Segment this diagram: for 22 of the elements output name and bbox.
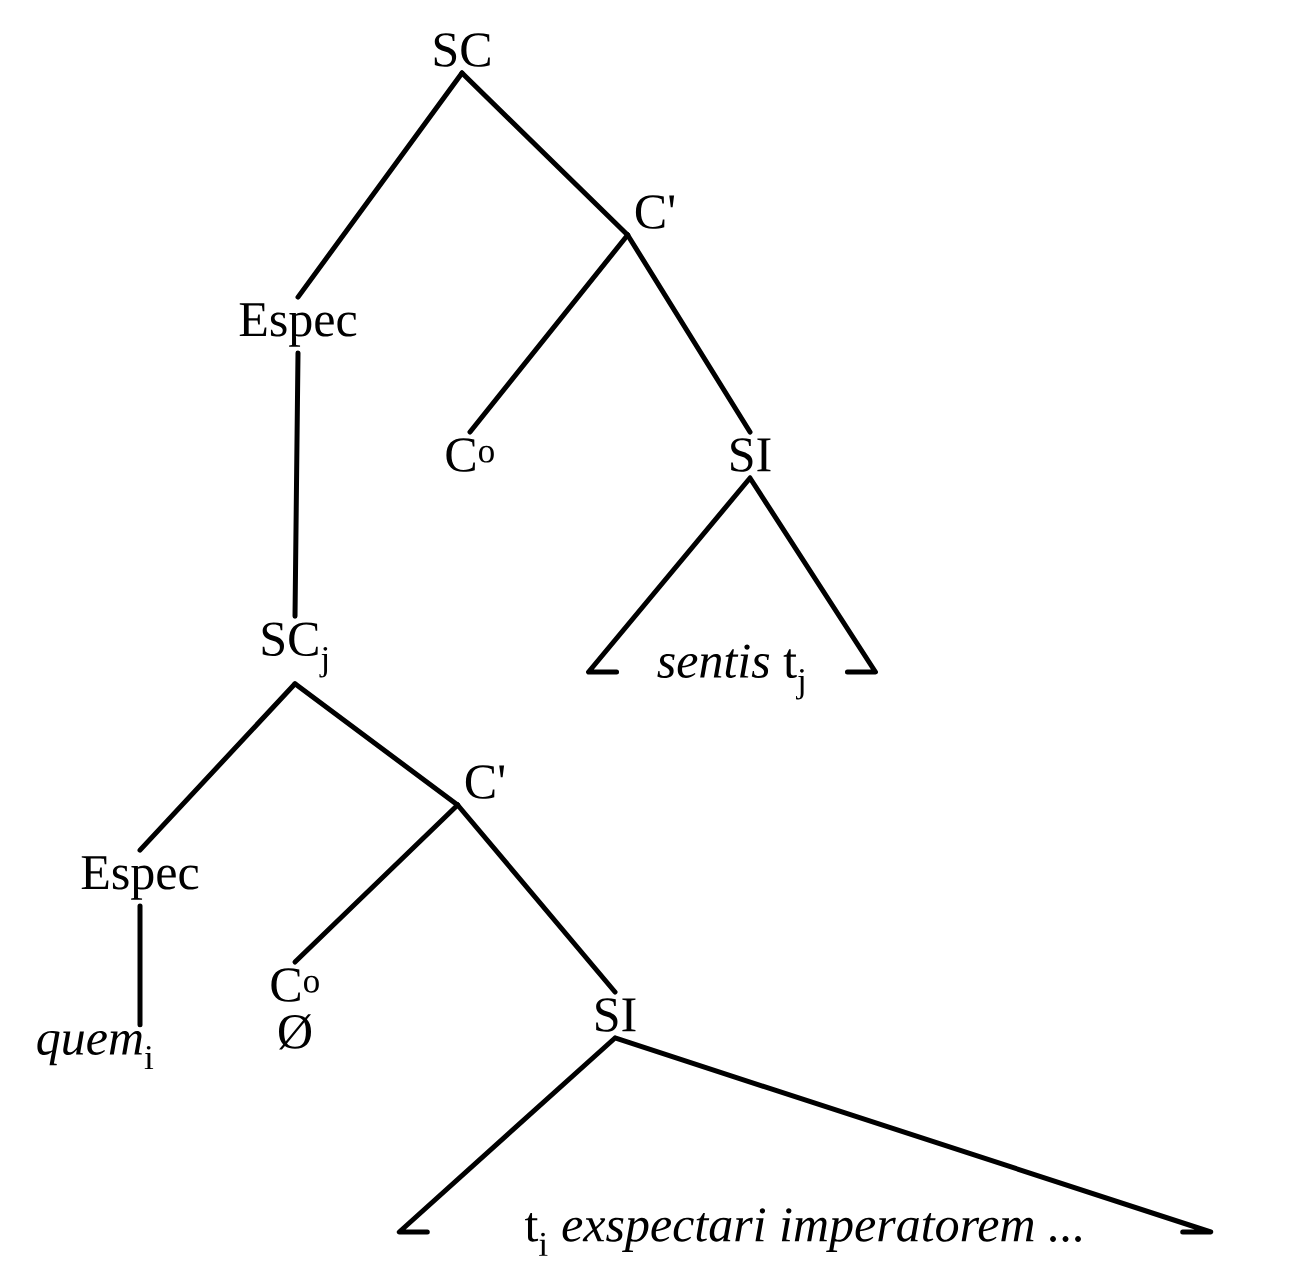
category-label: C': [465, 765, 505, 799]
category-label: C$^{o}$: [446, 438, 494, 472]
category-label: SC: [434, 33, 490, 67]
category-label: SI: [731, 438, 771, 472]
triangle-edge: [396, 1035, 1214, 1235]
category-label: C': [635, 195, 675, 229]
triangle-edge: [586, 475, 878, 675]
category-label: SC$_{j}$: [262, 622, 328, 678]
branch-line: [459, 70, 631, 238]
category-label: Espec: [239, 303, 357, 347]
category-label: C$^{o}$: [271, 968, 319, 1002]
word-label: quem$_{i}$: [37, 1030, 154, 1070]
category-label: Espec: [81, 856, 199, 900]
branch-line: [625, 232, 753, 435]
word-label: Ø: [279, 1014, 311, 1050]
triangle-label: sentis t$_{j}$: [657, 644, 804, 700]
branch-line: [292, 350, 301, 619]
branch-line: [137, 903, 143, 1028]
triangle-label: t$_{i}$ exspectari imperatorem ...: [525, 1208, 1081, 1256]
branch-line: [137, 681, 298, 853]
branch-line: [455, 802, 618, 995]
category-label: SI: [596, 998, 636, 1032]
